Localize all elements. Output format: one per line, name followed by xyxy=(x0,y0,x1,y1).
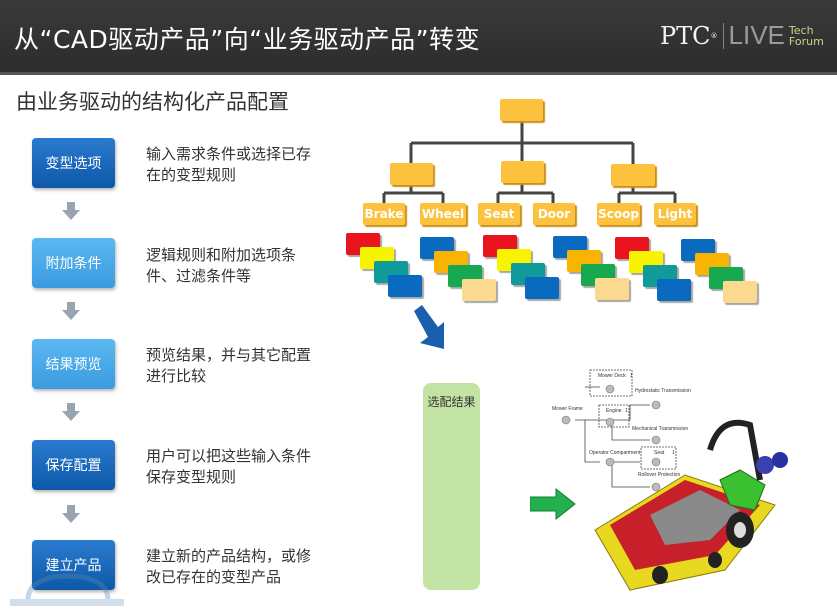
right-arrow-icon xyxy=(530,488,576,520)
down-arrow-icon xyxy=(62,403,80,421)
option-card xyxy=(657,279,691,301)
logo-divider xyxy=(722,22,724,49)
option-card xyxy=(462,279,496,301)
diagram-engine: Engine xyxy=(606,408,622,414)
slide-subtitle: 由业务驱动的结构化产品配置 xyxy=(16,90,289,114)
down-arrow-icon xyxy=(62,302,80,320)
step-desc: 用户可以把这些输入条件保存变型规则 xyxy=(146,447,312,486)
diagram-mechanical: Mechanical Transmission xyxy=(632,426,688,432)
tree-leaf-brake: Brake xyxy=(363,203,405,225)
configuration-diagram: Mower Frame Mower Deck 1 Hydrostatic Tra… xyxy=(552,369,691,492)
tree-leaf-door: Door xyxy=(533,203,575,225)
slide-title: 从“CAD驱动产品”向“业务驱动产品”转变 xyxy=(14,25,481,54)
option-card xyxy=(723,281,757,303)
watermark-logo xyxy=(10,573,124,606)
diagram-seat-qty: 1 xyxy=(672,450,675,456)
step-preview-results: 结果预览 xyxy=(32,339,115,389)
tree-node xyxy=(611,164,655,186)
option-card xyxy=(388,275,422,297)
option-card xyxy=(525,277,559,299)
tree-leaf-wheel: Wheel xyxy=(420,203,466,225)
tree-node xyxy=(501,161,544,183)
tree-root-node xyxy=(500,99,543,121)
result-panel: 选配结果 xyxy=(423,383,480,590)
logo-ptc: PTC xyxy=(660,21,711,50)
diagram-engine-qty: 1 xyxy=(625,408,628,414)
mower-3d-model-image xyxy=(594,419,788,591)
step-extra-conditions: 附加条件 xyxy=(32,238,115,288)
diagram-mower-deck: Mower Deck xyxy=(598,373,626,379)
diagram-seat: Seat xyxy=(654,450,665,456)
down-arrow-icon xyxy=(62,505,80,523)
diagram-rollover: Rollover Protection xyxy=(638,472,680,478)
diagram-mower-frame: Mower Frame xyxy=(552,406,583,412)
diagram-hydrostatic: Hydrostatic Transmission xyxy=(635,388,691,394)
down-right-arrow-icon xyxy=(414,305,444,349)
diagram-operator: Operator Compartment xyxy=(589,450,641,456)
logo-tech: Tech xyxy=(788,23,814,37)
tree-node xyxy=(390,163,433,185)
step-variant-options: 变型选项 xyxy=(32,138,115,188)
logo-live: LIVE xyxy=(728,20,785,50)
tree-leaf-seat: Seat xyxy=(478,203,520,225)
down-arrow-icon xyxy=(62,202,80,220)
diagram-deck-qty: 1 xyxy=(630,373,633,379)
step-save-config: 保存配置 xyxy=(32,440,115,490)
tree-leaf-light: Light xyxy=(654,203,696,225)
logo-reg: ® xyxy=(710,31,718,40)
step-desc: 预览结果，并与其它配置进行比较 xyxy=(146,346,312,385)
tree-leaf-scoop: Scoop xyxy=(597,203,640,225)
result-label: 选配结果 xyxy=(427,395,476,409)
step-desc: 输入需求条件或选择已存在的变型规则 xyxy=(146,145,312,184)
option-card xyxy=(595,278,629,300)
step-create-product: 建立产品 xyxy=(32,540,115,590)
step-desc: 建立新的产品结构，或修改已存在的变型产品 xyxy=(146,547,312,586)
step-desc: 逻辑规则和附加选项条件、过滤条件等 xyxy=(146,246,297,285)
logo-forum: Forum xyxy=(788,34,824,48)
